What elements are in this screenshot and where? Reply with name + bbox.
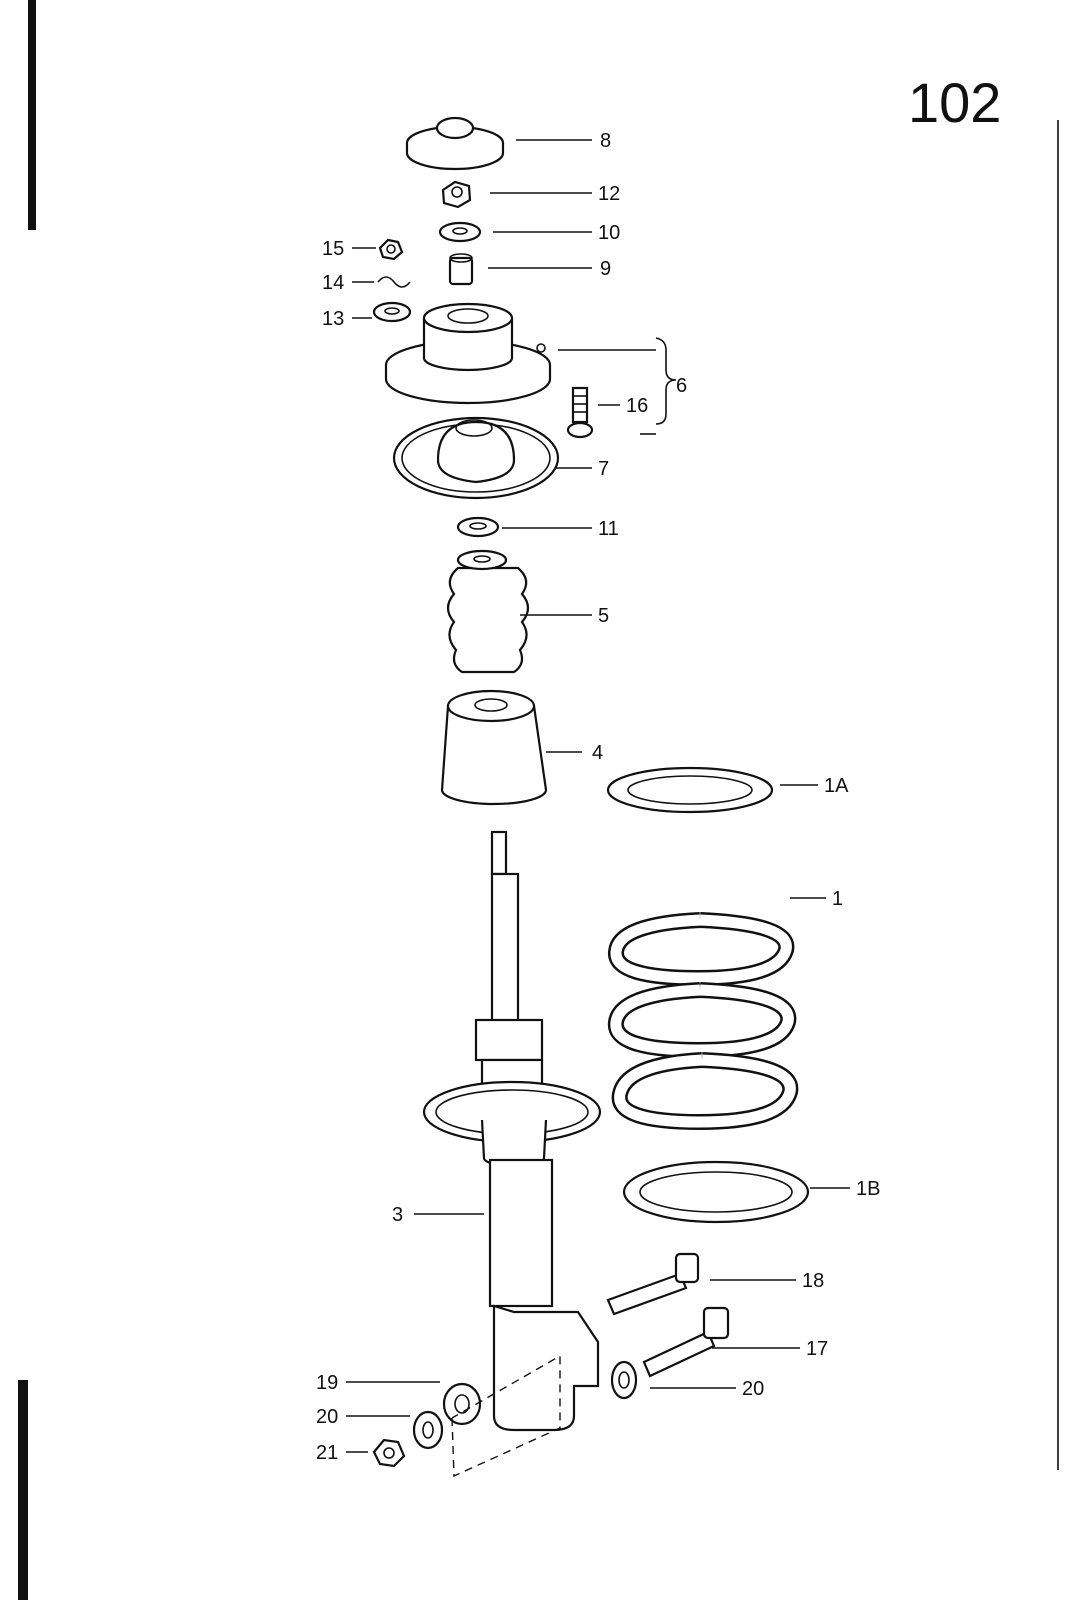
callout-1B: 1B	[856, 1178, 880, 1200]
callout-5: 5	[598, 605, 609, 627]
part-13-washer	[372, 301, 412, 323]
part-20-washer-left	[412, 1410, 444, 1450]
callout-19: 19	[316, 1372, 338, 1394]
part-11-washer	[456, 516, 500, 538]
part-15-nut	[378, 238, 404, 261]
callout-1: 1	[832, 888, 843, 910]
callout-3: 3	[392, 1204, 403, 1226]
part-18-bolt	[606, 1252, 700, 1316]
callout-16: 16	[626, 395, 648, 417]
part-19-eccentric-washer	[442, 1382, 482, 1426]
callout-12: 12	[598, 183, 620, 205]
part-1-coil-spring	[606, 846, 799, 1131]
part-4-dust-boot	[440, 689, 548, 806]
callout-15: 15	[322, 238, 344, 260]
part-6-strut-mount	[384, 302, 552, 405]
callout-14: 14	[322, 272, 344, 294]
part-5-bump-stop	[446, 549, 530, 674]
callout-9: 9	[600, 258, 611, 280]
part-8-cap	[405, 116, 505, 171]
callout-11: 11	[598, 518, 619, 540]
callout-10: 10	[598, 222, 620, 244]
callout-20-left: 20	[316, 1406, 338, 1428]
part-16-bolt	[566, 386, 594, 439]
part-14-lock-washer	[377, 276, 411, 288]
callout-1A: 1A	[824, 775, 849, 797]
assembly-dashed-line	[451, 1354, 561, 1478]
binding-edge-bottom	[18, 1380, 28, 1600]
callout-8: 8	[600, 130, 611, 152]
callout-17: 17	[806, 1338, 828, 1360]
callout-20-right: 20	[742, 1378, 764, 1400]
part-17-bolt	[642, 1306, 730, 1378]
part-12-nut	[441, 180, 472, 209]
part-7-bearing-plate	[392, 416, 560, 500]
part-1A-upper-seat	[606, 766, 774, 814]
part-10-washer	[438, 221, 482, 243]
callout-18: 18	[802, 1270, 824, 1292]
page-number: 102	[908, 71, 1001, 134]
part-1B-lower-seat	[622, 1160, 810, 1224]
binding-edge-top	[28, 0, 36, 230]
part-9-sleeve	[448, 253, 474, 286]
part-20-washer-right	[610, 1360, 638, 1400]
bracket-6	[655, 337, 677, 425]
part-3-strut	[422, 830, 602, 1432]
callout-4: 4	[592, 742, 603, 764]
callout-7: 7	[598, 458, 609, 480]
part-21-nut	[372, 1438, 406, 1468]
callout-13: 13	[322, 308, 344, 330]
callout-21: 21	[316, 1442, 338, 1464]
callout-6: 6	[676, 375, 687, 397]
